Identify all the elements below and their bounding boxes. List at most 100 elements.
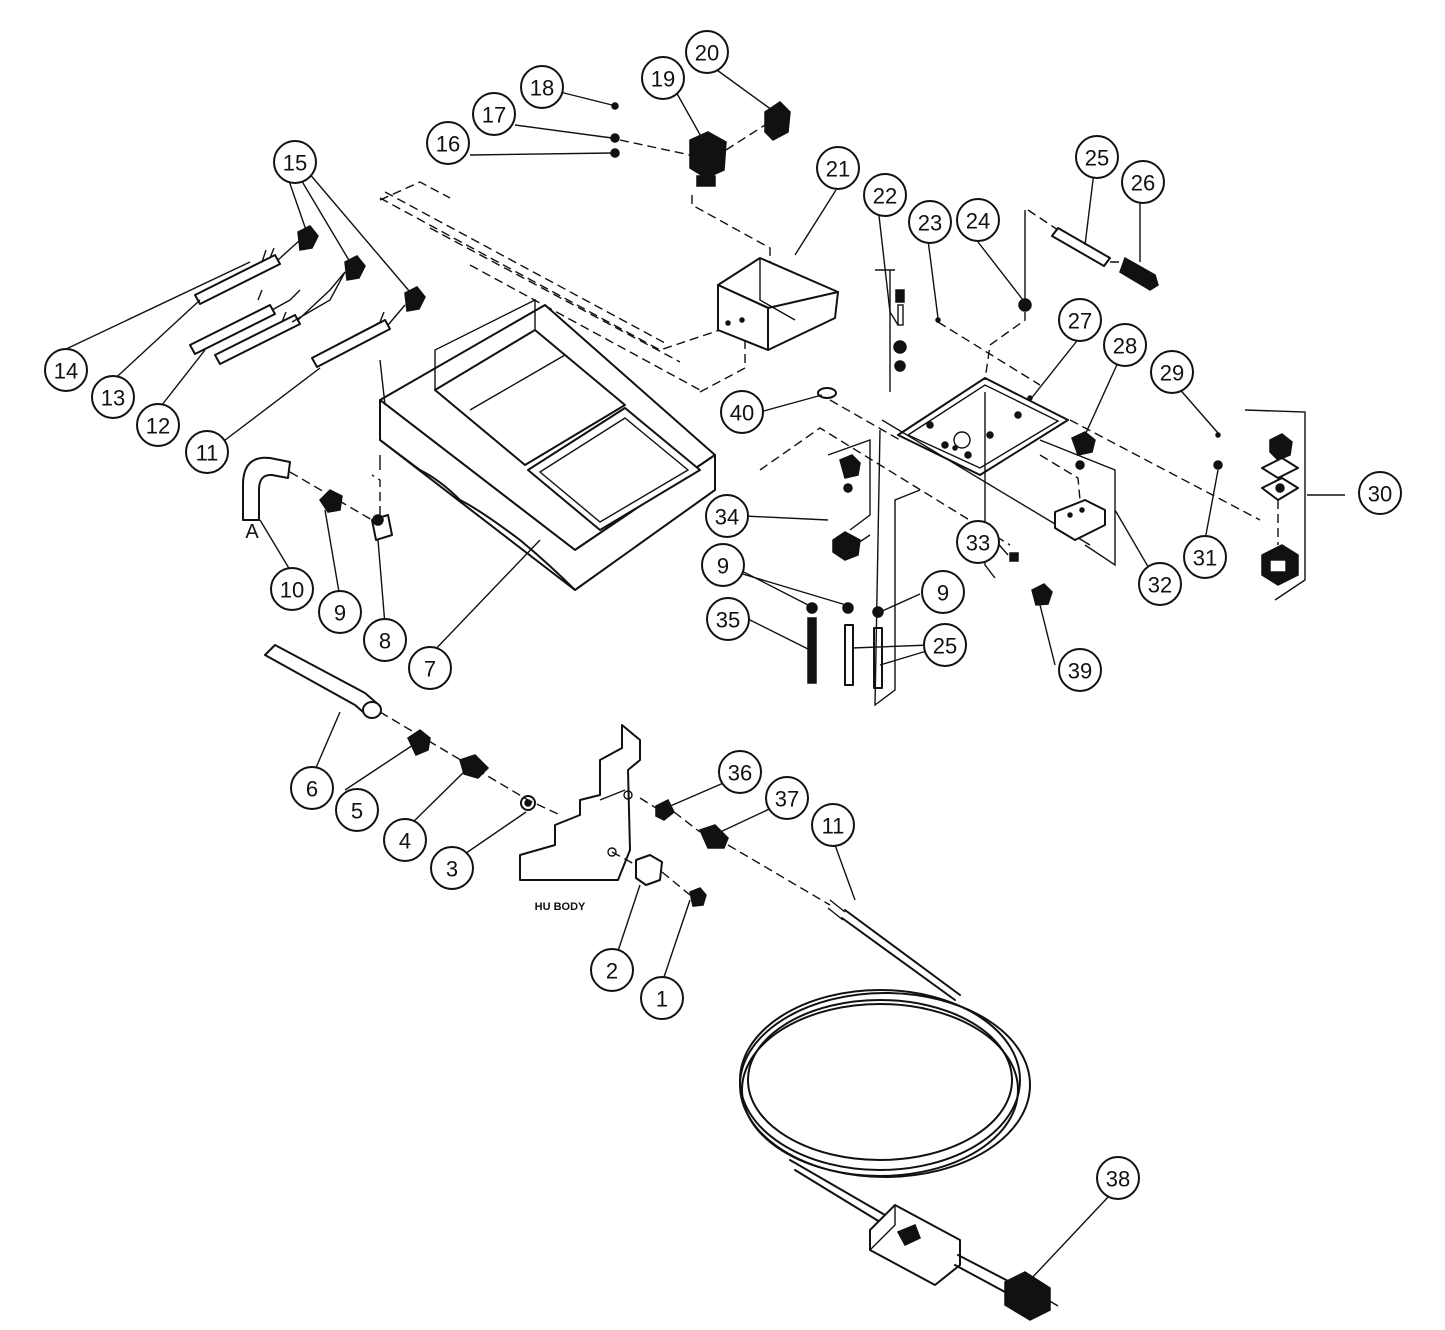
svg-text:16: 16 xyxy=(436,132,460,157)
power-plug xyxy=(869,1204,1059,1321)
hose-end-label: A xyxy=(245,521,259,543)
svg-text:6: 6 xyxy=(306,777,318,802)
svg-text:40: 40 xyxy=(730,401,754,426)
callout-40: 40 xyxy=(720,390,764,434)
callout-23: 23 xyxy=(908,200,952,244)
callout-31: 31 xyxy=(1183,535,1227,579)
svg-text:27: 27 xyxy=(1068,309,1092,334)
bulkhead-fittings xyxy=(611,797,729,907)
svg-text:26: 26 xyxy=(1131,171,1155,196)
callout-11-upper: 11 xyxy=(185,430,229,474)
panel-screws xyxy=(893,289,1041,386)
hu-body-bracket xyxy=(519,724,641,881)
svg-text:32: 32 xyxy=(1148,573,1172,598)
callout-24: 24 xyxy=(956,198,1000,242)
rod-and-spring xyxy=(1024,209,1159,300)
svg-text:8: 8 xyxy=(379,629,391,654)
svg-text:37: 37 xyxy=(775,787,799,812)
callout-6: 6 xyxy=(290,766,334,810)
svg-text:9: 9 xyxy=(334,601,346,626)
callout-35: 35 xyxy=(706,597,750,641)
lower-hardware xyxy=(759,387,1053,707)
hu-body-label: HU BODY xyxy=(535,901,586,913)
callout-16: 16 xyxy=(426,121,470,165)
callout-28: 28 xyxy=(1103,323,1147,367)
svg-text:38: 38 xyxy=(1106,1167,1130,1192)
svg-text:11: 11 xyxy=(822,814,845,839)
callout-14: 14 xyxy=(44,348,88,392)
knob-and-module xyxy=(1039,431,1116,567)
callout-18: 18 xyxy=(520,65,564,109)
svg-text:19: 19 xyxy=(651,67,675,92)
callout-26: 26 xyxy=(1121,160,1165,204)
callout-34: 34 xyxy=(705,494,749,538)
callout-11-lower: 11 xyxy=(811,803,855,847)
svg-text:30: 30 xyxy=(1368,482,1392,507)
svg-text:11: 11 xyxy=(196,441,219,466)
callout-7: 7 xyxy=(408,646,452,690)
svg-text:1: 1 xyxy=(656,987,668,1012)
fastener-set-30 xyxy=(1069,409,1306,601)
svg-text:34: 34 xyxy=(715,505,739,530)
svg-text:2: 2 xyxy=(606,959,618,984)
callout-36: 36 xyxy=(718,750,762,794)
svg-text:12: 12 xyxy=(146,414,170,439)
callout-10: 10 xyxy=(270,567,314,611)
switch-assembly xyxy=(610,101,791,187)
svg-text:17: 17 xyxy=(482,103,506,128)
fitting-assembly xyxy=(264,644,561,816)
callout-5: 5 xyxy=(335,788,379,832)
callout-29: 29 xyxy=(1150,350,1194,394)
callout-bubbles: 1 2 3 4 5 6 7 8 9 10 11 12 13 14 15 16 1… xyxy=(44,30,1402,1200)
callout-20: 20 xyxy=(685,30,729,74)
svg-text:13: 13 xyxy=(101,386,125,411)
svg-text:25: 25 xyxy=(933,634,957,659)
svg-text:21: 21 xyxy=(826,157,850,182)
svg-text:31: 31 xyxy=(1193,546,1217,571)
callout-8: 8 xyxy=(363,618,407,662)
hose-fittings xyxy=(242,455,393,541)
svg-text:24: 24 xyxy=(966,209,990,234)
svg-text:15: 15 xyxy=(283,151,307,176)
svg-text:29: 29 xyxy=(1160,361,1184,386)
svg-text:22: 22 xyxy=(873,184,897,209)
svg-text:7: 7 xyxy=(424,657,436,682)
callout-33: 33 xyxy=(956,520,1000,564)
callout-30: 30 xyxy=(1358,471,1402,515)
callout-39: 39 xyxy=(1058,648,1102,692)
callout-38: 38 xyxy=(1096,1156,1140,1200)
callout-9-right: 9 xyxy=(921,570,965,614)
svg-text:36: 36 xyxy=(728,761,752,786)
leader-lines xyxy=(63,64,1345,1281)
component-box-21 xyxy=(691,195,839,393)
svg-text:33: 33 xyxy=(966,531,990,556)
svg-text:9: 9 xyxy=(717,554,729,579)
svg-text:35: 35 xyxy=(716,608,740,633)
svg-text:4: 4 xyxy=(399,829,411,854)
callout-25-lower: 25 xyxy=(923,623,967,667)
callout-4: 4 xyxy=(383,818,427,862)
callout-32: 32 xyxy=(1138,562,1182,606)
callout-22: 22 xyxy=(863,173,907,217)
svg-text:28: 28 xyxy=(1113,334,1137,359)
callout-27: 27 xyxy=(1058,298,1102,342)
callout-9-left: 9 xyxy=(318,590,362,634)
svg-text:9: 9 xyxy=(937,581,949,606)
callout-2: 2 xyxy=(590,948,634,992)
callout-17: 17 xyxy=(472,92,516,136)
main-tray-body xyxy=(379,298,716,591)
callout-15: 15 xyxy=(273,140,317,184)
sensor-cables xyxy=(189,225,426,368)
callout-21: 21 xyxy=(816,146,860,190)
svg-text:23: 23 xyxy=(918,211,942,236)
svg-text:25: 25 xyxy=(1085,146,1109,171)
svg-text:20: 20 xyxy=(695,41,719,66)
callout-19: 19 xyxy=(641,56,685,100)
svg-text:10: 10 xyxy=(280,578,304,603)
svg-text:5: 5 xyxy=(351,799,363,824)
callout-1: 1 xyxy=(640,976,684,1020)
callout-25-upper: 25 xyxy=(1075,135,1119,179)
svg-text:18: 18 xyxy=(530,76,554,101)
svg-text:39: 39 xyxy=(1068,659,1092,684)
